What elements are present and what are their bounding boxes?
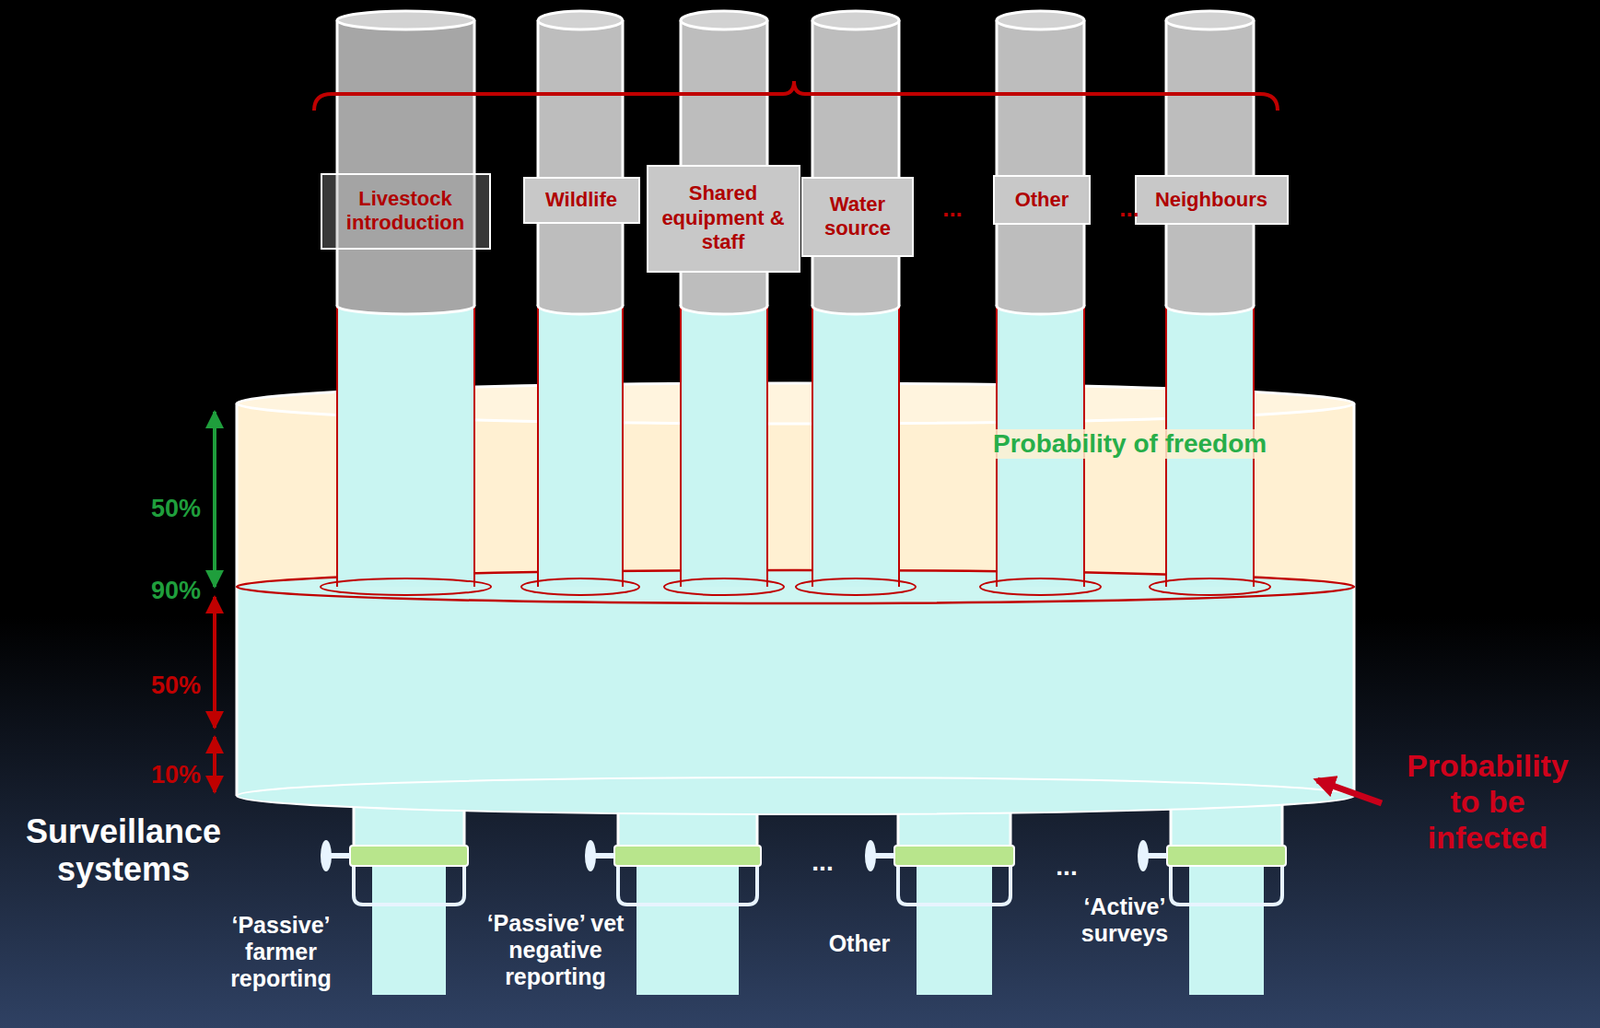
bracket — [314, 81, 1278, 111]
source-label-box: Wildlife — [523, 176, 641, 224]
pipe-wall — [766, 305, 769, 587]
outlet-pipe — [372, 864, 446, 995]
source-label: Shared equipment & staff — [654, 181, 793, 255]
source-label: Wildlife — [545, 187, 618, 212]
source-label: Water source — [809, 192, 906, 242]
pipe-wall — [537, 305, 539, 587]
valve-bracket — [898, 861, 1011, 905]
pipe-base — [1149, 578, 1271, 596]
source-label: Other — [1015, 187, 1070, 212]
pipe-body — [996, 20, 1085, 306]
valve-handle — [584, 840, 596, 872]
pipe-body — [812, 20, 900, 306]
pipe-edge — [1252, 20, 1256, 306]
pipe-edge — [621, 20, 625, 306]
outlet-pipe — [916, 864, 993, 995]
valve-band — [1167, 845, 1286, 866]
pointer-arrow — [1317, 780, 1382, 804]
source-label-box: Livestock introduction — [320, 173, 491, 250]
source-label-box: Water source — [801, 176, 914, 257]
ellipsis: ... — [802, 847, 843, 877]
pipe-top — [537, 11, 623, 30]
ellipsis: ... — [932, 195, 973, 223]
system-label: ‘Passive’ vet negative reporting — [474, 910, 637, 990]
pipe-base — [664, 578, 784, 596]
valve-bracket — [618, 861, 758, 905]
tank-bottom — [236, 777, 1355, 815]
pipe-liquid — [537, 305, 623, 587]
valve-bracket — [1170, 861, 1283, 905]
percentage: 10% — [136, 760, 201, 790]
valve-band — [614, 845, 761, 866]
valve-band — [894, 845, 1015, 866]
pipe-liquid — [680, 305, 768, 587]
source-label-box: Other — [992, 175, 1091, 225]
pipe-top — [996, 11, 1085, 30]
pipe-wall — [473, 305, 476, 587]
ellipsis: ... — [1046, 852, 1087, 882]
system-label: ‘Passive’ farmer reporting — [202, 911, 360, 992]
pipe-wall — [336, 305, 339, 587]
pipe-edge — [1083, 20, 1087, 306]
pipe-edge — [336, 20, 339, 306]
outlet-pipe — [1189, 864, 1264, 995]
ellipsis: ... — [1109, 195, 1150, 223]
pipe-body — [1166, 20, 1254, 306]
pipe-edge — [537, 20, 540, 306]
source-label-box: Shared equipment & staff — [646, 164, 801, 273]
pipe-base — [795, 578, 916, 596]
source-label-box: Neighbours — [1134, 175, 1289, 225]
pipe-base — [521, 578, 640, 596]
system-label: ‘Active’ surveys — [1069, 893, 1180, 947]
source-label: Neighbours — [1155, 187, 1268, 212]
range-arrow — [212, 736, 217, 793]
pipe-body — [537, 20, 623, 306]
pipe-top — [680, 11, 768, 30]
tank-side — [235, 403, 239, 796]
source-label: Livestock introduction — [328, 186, 483, 236]
pipe-edge — [898, 20, 901, 306]
tank-liquid — [236, 586, 1355, 796]
valve-bracket — [353, 861, 465, 905]
pipe-top — [1166, 11, 1254, 30]
group-heading: Surveillance systems — [7, 812, 240, 889]
pipe-base — [320, 578, 491, 596]
axis-label: Probability of freedom — [992, 429, 1348, 459]
range-arrow — [212, 411, 217, 587]
percentage: 50% — [136, 671, 201, 701]
pipe-liquid — [337, 305, 475, 587]
pipe-wall — [898, 305, 900, 587]
pipe-edge — [811, 20, 815, 306]
pipe-edge — [995, 20, 999, 306]
callout: Probability to be infected — [1389, 747, 1588, 856]
risk-pipes — [320, 11, 1271, 596]
pipe-edge — [1165, 20, 1168, 306]
pipe-body — [337, 20, 475, 306]
valve-handle — [1137, 840, 1149, 872]
pipe-liquid — [812, 305, 900, 587]
tank-side — [1353, 403, 1356, 796]
valve-band — [350, 845, 468, 866]
percentage: 90% — [136, 576, 201, 606]
pipe-top — [812, 11, 900, 30]
outlet-pipe — [636, 864, 739, 995]
valve-handle — [864, 840, 876, 872]
pipe-base — [980, 578, 1101, 596]
percentage: 50% — [136, 494, 201, 524]
pipe-edge — [473, 20, 477, 306]
pipe-wall — [811, 305, 814, 587]
pipe-top — [337, 11, 475, 30]
range-arrow — [212, 596, 217, 728]
system-label: Other — [813, 930, 906, 958]
valve-handle — [320, 840, 332, 872]
pipe-wall — [621, 305, 624, 587]
pipe-wall — [679, 305, 682, 587]
